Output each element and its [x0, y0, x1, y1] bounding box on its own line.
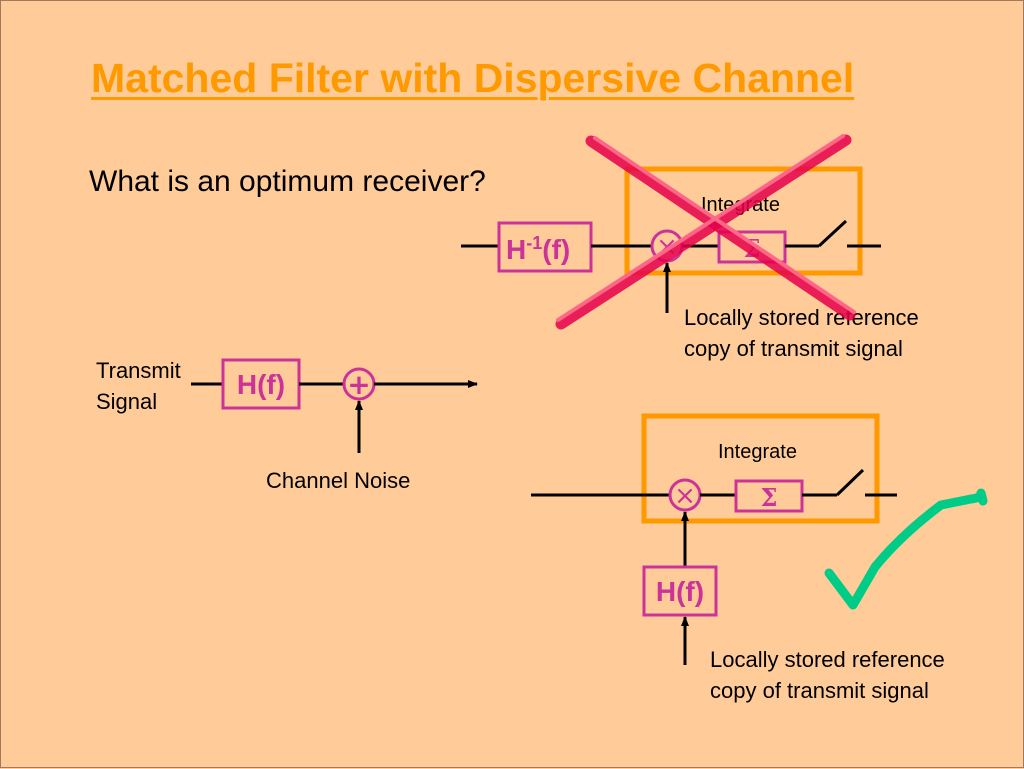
slide-title: Matched Filter with Dispersive Channel: [91, 55, 855, 101]
bottom-integrator-box: [641, 413, 880, 524]
bottom-matched-filter-label: H(f): [656, 576, 704, 607]
top-reference-label: Locally stored reference copy of transmi…: [684, 305, 925, 361]
bottom-integrate-label: Integrate: [718, 441, 797, 463]
reject-cross-icon: [555, 134, 856, 330]
approve-check-icon: [824, 488, 988, 610]
transmitter: Transmit Signal H(f) + Channel Noise: [96, 358, 478, 493]
bottom-multiplier-symbol: ×: [674, 481, 696, 511]
bottom-sampling-switch: [835, 468, 865, 497]
channel-filter-label: H(f): [237, 369, 285, 400]
bottom-sum-symbol: Σ: [761, 483, 778, 512]
bottom-receiver: Integrate × Σ H(f) Locally stored refere…: [531, 413, 988, 703]
transmit-signal-label: Transmit Signal: [96, 358, 187, 414]
bottom-matched-filter-block: [642, 565, 718, 617]
top-receiver: Integrate H-1(f) × Σ Locally stored refe…: [461, 134, 925, 361]
channel-noise-label: Channel Noise: [266, 468, 410, 493]
top-integrator-box: [624, 166, 863, 276]
question-text: What is an optimum receiver?: [89, 165, 486, 198]
bottom-reference-label: Locally stored reference copy of transmi…: [710, 647, 951, 703]
noise-adder-symbol: +: [347, 368, 370, 401]
top-sampling-switch: [817, 219, 848, 248]
top-inverse-filter-label: H-1(f): [506, 233, 570, 265]
